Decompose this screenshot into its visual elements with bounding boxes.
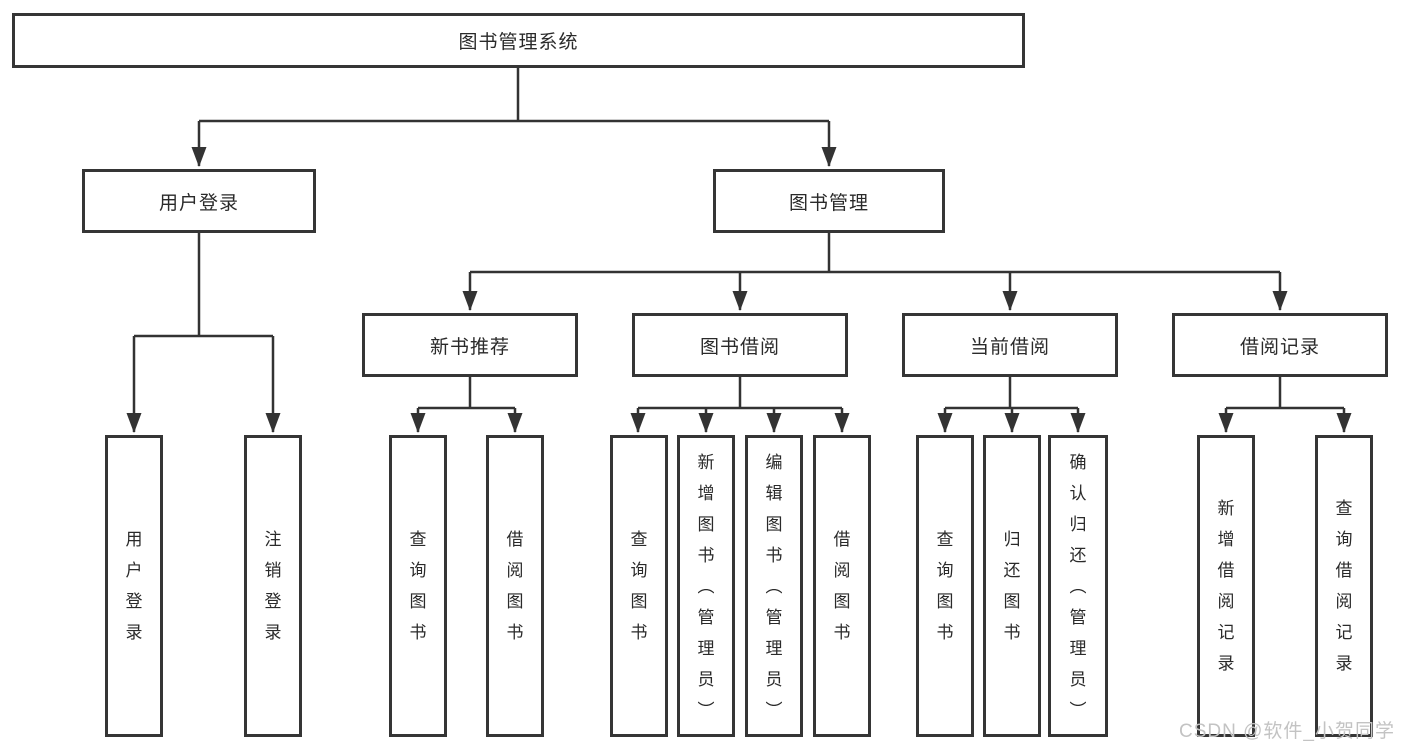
node-label: 编 辑 图 书 ︵ 管 理 员 ︶ (765, 452, 783, 720)
node-label: 查 询 图 书 (409, 530, 427, 642)
node-label: 新 增 图 书 ︵ 管 理 员 ︶ (697, 452, 715, 720)
node-label: 借 阅 图 书 (506, 530, 524, 642)
connector-root-stem (199, 68, 829, 123)
connector-book-borrow-stem (638, 377, 842, 410)
node-leaf-return-books: 归 还 图 书 (983, 435, 1041, 737)
connector-borrow-records-stem (1226, 377, 1344, 410)
node-leaf-edit-books-admin: 编 辑 图 书 ︵ 管 理 员 ︶ (745, 435, 803, 737)
node-label: 图书管理 (788, 192, 869, 214)
node-user-login: 用户登录 (82, 169, 316, 233)
node-label: 查 询 借 阅 记 录 (1335, 499, 1353, 673)
node-leaf-query-books-1: 查 询 图 书 (389, 435, 447, 737)
node-label: 注 销 登 录 (264, 530, 282, 642)
connector-user-login-stem (134, 233, 273, 338)
node-leaf-query-books-2: 查 询 图 书 (610, 435, 668, 737)
node-library-management-system: 图书管理系统 (12, 13, 1025, 68)
node-new-book-recommendation: 新书推荐 (362, 313, 578, 377)
node-leaf-query-books-3: 查 询 图 书 (916, 435, 974, 737)
node-label: 归 还 图 书 (1003, 530, 1021, 642)
csdn-watermark: CSDN @软件_小贺同学 (1179, 721, 1395, 742)
node-label: 图书管理系统 (458, 32, 579, 53)
node-leaf-add-books-admin: 新 增 图 书 ︵ 管 理 员 ︶ (677, 435, 735, 737)
node-leaf-confirm-return-admin: 确 认 归 还 ︵ 管 理 员 ︶ (1048, 435, 1108, 737)
node-label: 图书借阅 (699, 336, 780, 358)
node-label: 借 阅 图 书 (833, 530, 851, 642)
node-label: 新 增 借 阅 记 录 (1217, 499, 1235, 673)
node-label: 确 认 归 还 ︵ 管 理 员 ︶ (1069, 452, 1087, 720)
node-book-management: 图书管理 (713, 169, 945, 233)
node-label: 借阅记录 (1239, 336, 1320, 358)
node-leaf-user-login: 用 户 登 录 (105, 435, 163, 737)
node-leaf-add-borrow-record: 新 增 借 阅 记 录 (1197, 435, 1255, 737)
node-leaf-logout: 注 销 登 录 (244, 435, 302, 737)
node-book-borrowing: 图书借阅 (632, 313, 848, 377)
node-label: 用户登录 (158, 192, 239, 214)
node-label: 新书推荐 (429, 336, 510, 358)
connector-new-books-stem (418, 377, 515, 410)
node-label: 查 询 图 书 (630, 530, 648, 642)
node-borrowing-records: 借阅记录 (1172, 313, 1388, 377)
node-leaf-borrow-books-2: 借 阅 图 书 (813, 435, 871, 737)
node-leaf-borrow-books-1: 借 阅 图 书 (486, 435, 544, 737)
node-label: 用 户 登 录 (125, 530, 143, 642)
node-label: 当前借阅 (969, 336, 1050, 358)
node-current-borrowing: 当前借阅 (902, 313, 1118, 377)
connector-book-management-stem (470, 233, 1280, 274)
node-label: 查 询 图 书 (936, 530, 954, 642)
connector-current-borrow-stem (945, 377, 1078, 410)
node-leaf-query-borrow-record: 查 询 借 阅 记 录 (1315, 435, 1373, 737)
